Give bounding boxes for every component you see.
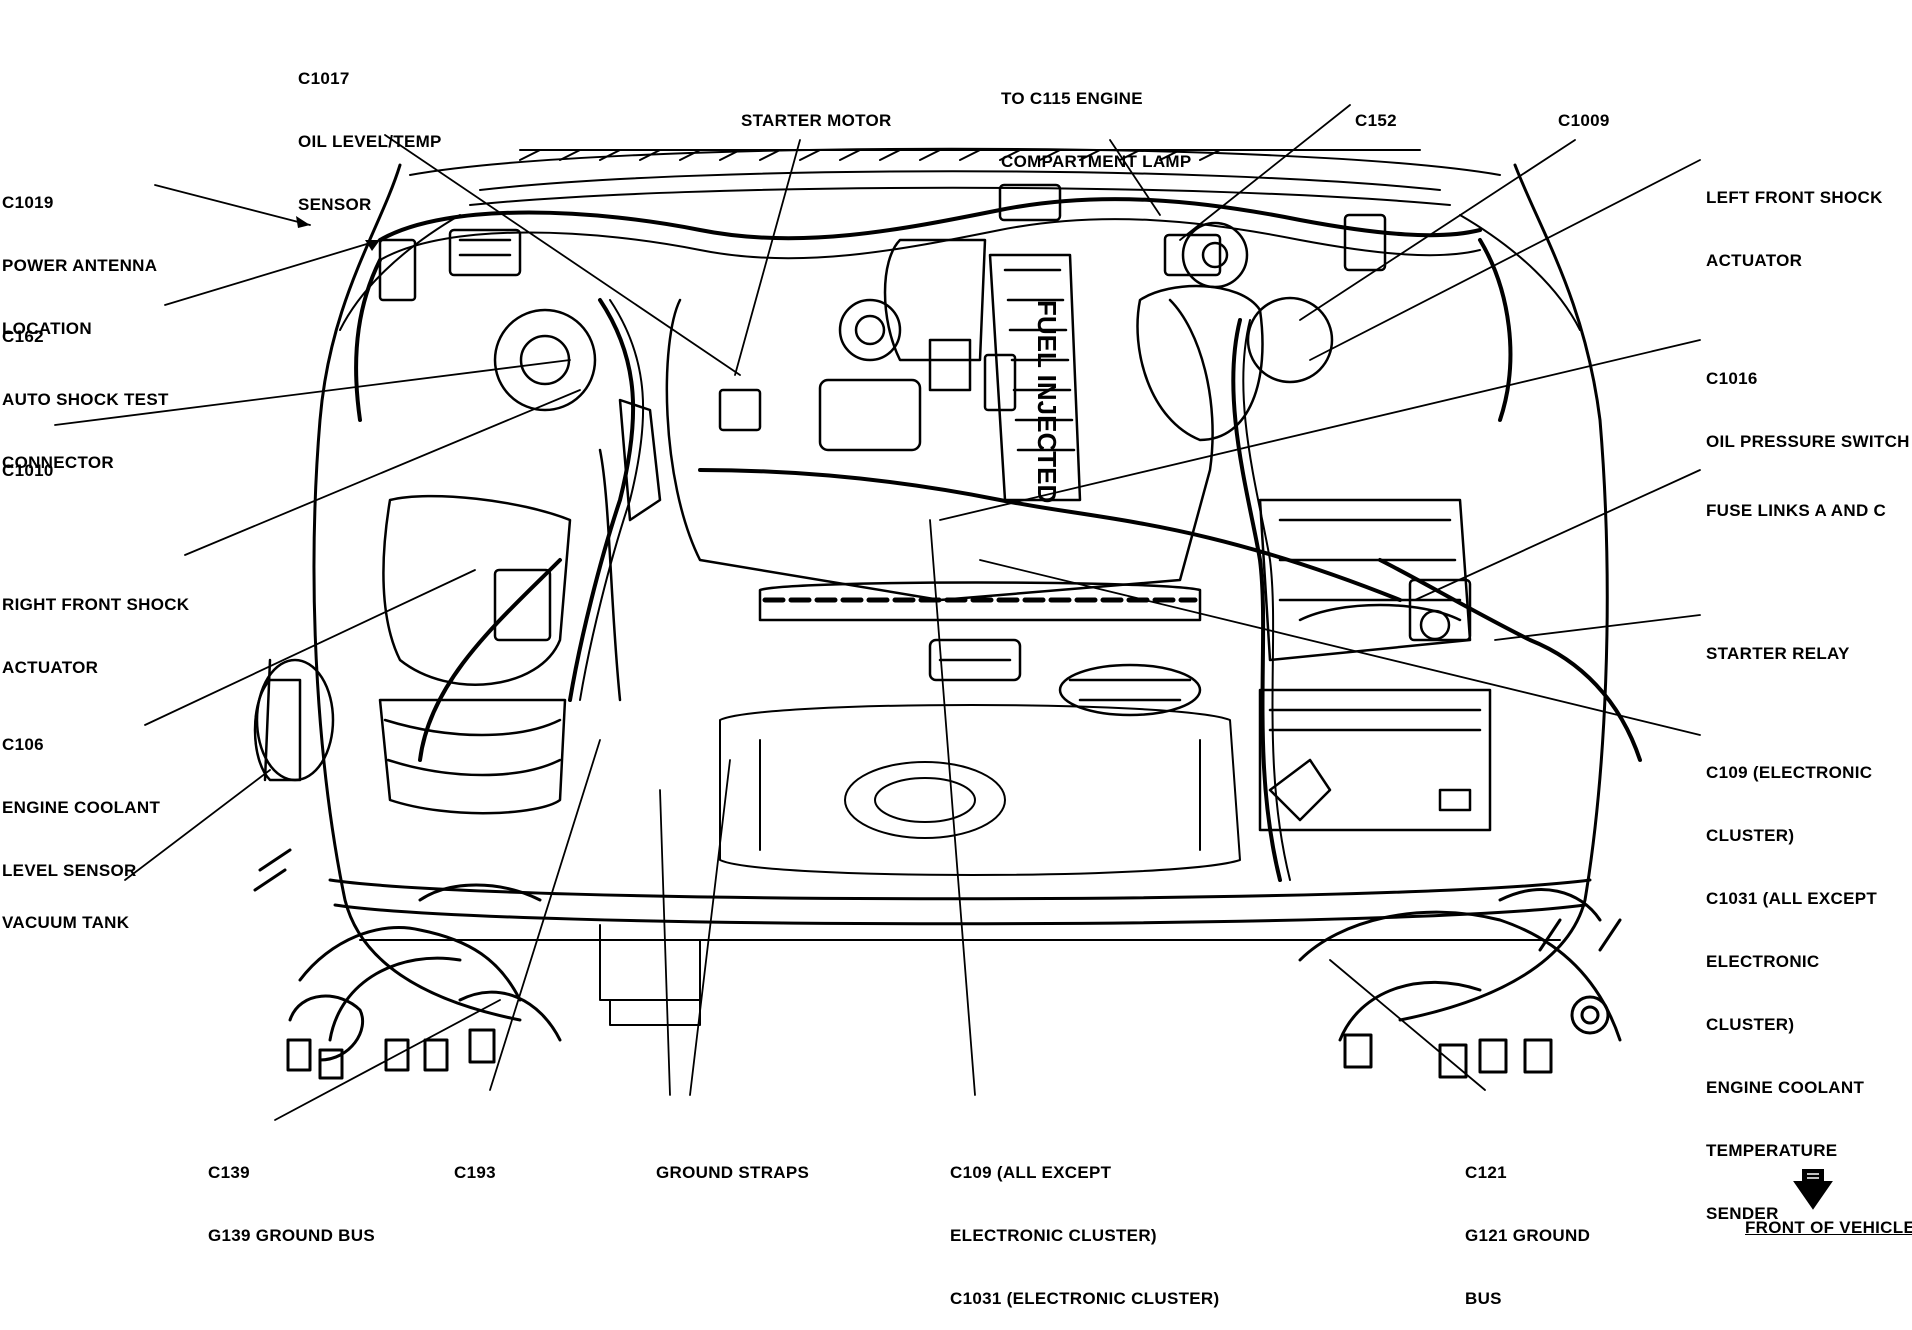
label-c1019: C1019 POWER ANTENNA LOCATION — [2, 150, 157, 360]
label-c1017-line2: OIL LEVEL/TEMP — [298, 132, 442, 151]
label-c121-line1: C121 — [1465, 1163, 1507, 1182]
label-c139-line2: G139 GROUND BUS — [208, 1226, 375, 1245]
label-c109e-line4: ELECTRONIC — [1706, 952, 1820, 971]
wiring-harness — [354, 197, 1642, 882]
label-c1019-line1: C1019 — [2, 193, 54, 212]
harness-loops-right — [1298, 888, 1622, 1079]
label-c121-line3: BUS — [1465, 1289, 1502, 1308]
label-c162-line1: C162 — [2, 327, 44, 346]
label-c109e-line1: C109 (ELECTRONIC — [1706, 763, 1873, 782]
label-vacuum-tank-line1: VACUUM TANK — [2, 913, 130, 932]
label-c109e-line7: TEMPERATURE — [1706, 1141, 1838, 1160]
label-starter-relay-line1: STARTER RELAY — [1706, 644, 1850, 663]
label-c1017-line1: C1017 — [298, 69, 350, 88]
label-right-front-shock: RIGHT FRONT SHOCK ACTUATOR — [2, 552, 189, 699]
label-c109a-line2: ELECTRONIC CLUSTER) — [950, 1226, 1157, 1245]
label-c109a-line1: C109 (ALL EXCEPT — [950, 1163, 1112, 1182]
label-c109e-line5: CLUSTER) — [1706, 1015, 1795, 1034]
intake-manifold — [883, 238, 1082, 502]
label-c139-line1: C139 — [208, 1163, 250, 1182]
label-ground-straps: GROUND STRAPS — [656, 1120, 809, 1204]
label-c152: C152 — [1355, 68, 1397, 152]
label-c193: C193 — [454, 1120, 496, 1204]
label-c162-line3: CONNECTOR — [2, 453, 114, 472]
label-c139: C139 G139 GROUND BUS — [208, 1120, 375, 1267]
label-fuse-links: FUSE LINKS A AND C — [1706, 458, 1886, 542]
leader-arrowheads — [296, 216, 380, 251]
label-vacuum-tank: VACUUM TANK — [2, 870, 129, 954]
label-c1010: C1010 — [2, 418, 54, 502]
label-c106: C106 ENGINE COOLANT LEVEL SENSOR — [2, 692, 160, 902]
label-c1016-line2: OIL PRESSURE SWITCH — [1706, 432, 1910, 451]
front-arrow-icon — [1793, 1169, 1833, 1210]
vacuum-tank — [255, 658, 335, 782]
label-c1019-line2: POWER ANTENNA — [2, 256, 158, 275]
label-starter-motor-line1: STARTER MOTOR — [741, 111, 892, 130]
manifold-text: FUEL INJECTED — [1032, 300, 1062, 503]
label-left-front-shock-line1: LEFT FRONT SHOCK — [1706, 188, 1883, 207]
label-starter-motor: STARTER MOTOR — [741, 68, 892, 152]
label-to-c115-line2: COMPARTMENT LAMP — [1001, 152, 1192, 171]
label-c1019-line3: LOCATION — [2, 319, 92, 338]
upper-connectors — [378, 183, 1472, 642]
label-c106-line3: LEVEL SENSOR — [2, 861, 137, 880]
label-c193-line1: C193 — [454, 1163, 496, 1182]
label-fuse-links-line1: FUSE LINKS A AND C — [1706, 501, 1887, 520]
label-ground-straps-line1: GROUND STRAPS — [656, 1163, 810, 1182]
label-c109e-line3: C1031 (ALL EXCEPT — [1706, 889, 1878, 908]
label-c162: C162 AUTO SHOCK TEST CONNECTOR — [2, 284, 169, 494]
front-of-vehicle-label: FRONT OF VEHICLE — [1745, 1218, 1912, 1237]
label-c109e-line6: ENGINE COOLANT — [1706, 1078, 1865, 1097]
label-c1017-line3: SENSOR — [298, 195, 372, 214]
label-starter-relay: STARTER RELAY — [1706, 601, 1850, 685]
label-c106-line1: C106 — [2, 735, 44, 754]
label-c109e-line8: SENDER — [1706, 1204, 1779, 1223]
label-left-front-shock-line2: ACTUATOR — [1706, 251, 1803, 270]
label-c109-all-except: C109 (ALL EXCEPT ELECTRONIC CLUSTER) C10… — [950, 1120, 1219, 1330]
label-c109-electronic: C109 (ELECTRONIC CLUSTER) C1031 (ALL EXC… — [1706, 720, 1877, 1245]
label-c1017: C1017 OIL LEVEL/TEMP SENSOR — [298, 26, 442, 236]
label-c1010-line1: C1010 — [2, 461, 54, 480]
label-c162-line2: AUTO SHOCK TEST — [2, 390, 169, 409]
label-c1009: C1009 — [1558, 68, 1610, 152]
left-side-components — [1136, 221, 1492, 832]
label-c1009-line1: C1009 — [1558, 111, 1610, 130]
engine-block — [665, 298, 1214, 717]
label-c121: C121 G121 GROUND BUS — [1465, 1120, 1590, 1330]
oil-pan — [719, 704, 1241, 876]
label-left-front-shock: LEFT FRONT SHOCK ACTUATOR — [1706, 145, 1883, 292]
label-c1016-line1: C1016 — [1706, 369, 1758, 388]
label-c121-line2: G121 GROUND — [1465, 1226, 1591, 1245]
engine-compartment-diagram: FUEL INJECTED — [54, 104, 1701, 1121]
label-c152-line1: C152 — [1355, 111, 1397, 130]
label-to-c115: TO C115 ENGINE COMPARTMENT LAMP — [1001, 46, 1192, 193]
label-right-front-shock-line1: RIGHT FRONT SHOCK — [2, 595, 190, 614]
label-to-c115-line1: TO C115 ENGINE — [1001, 89, 1143, 108]
label-right-front-shock-line2: ACTUATOR — [2, 658, 99, 677]
harness-loops-left — [253, 848, 562, 1080]
firewall — [469, 149, 1451, 206]
label-c1016: C1016 OIL PRESSURE SWITCH — [1706, 326, 1910, 473]
label-c109e-line2: CLUSTER) — [1706, 826, 1795, 845]
label-c106-line2: ENGINE COOLANT — [2, 798, 161, 817]
leader-lines[interactable] — [54, 104, 1701, 1121]
label-c109a-line3: C1031 (ELECTRONIC CLUSTER) — [950, 1289, 1220, 1308]
right-side-components — [253, 308, 662, 815]
